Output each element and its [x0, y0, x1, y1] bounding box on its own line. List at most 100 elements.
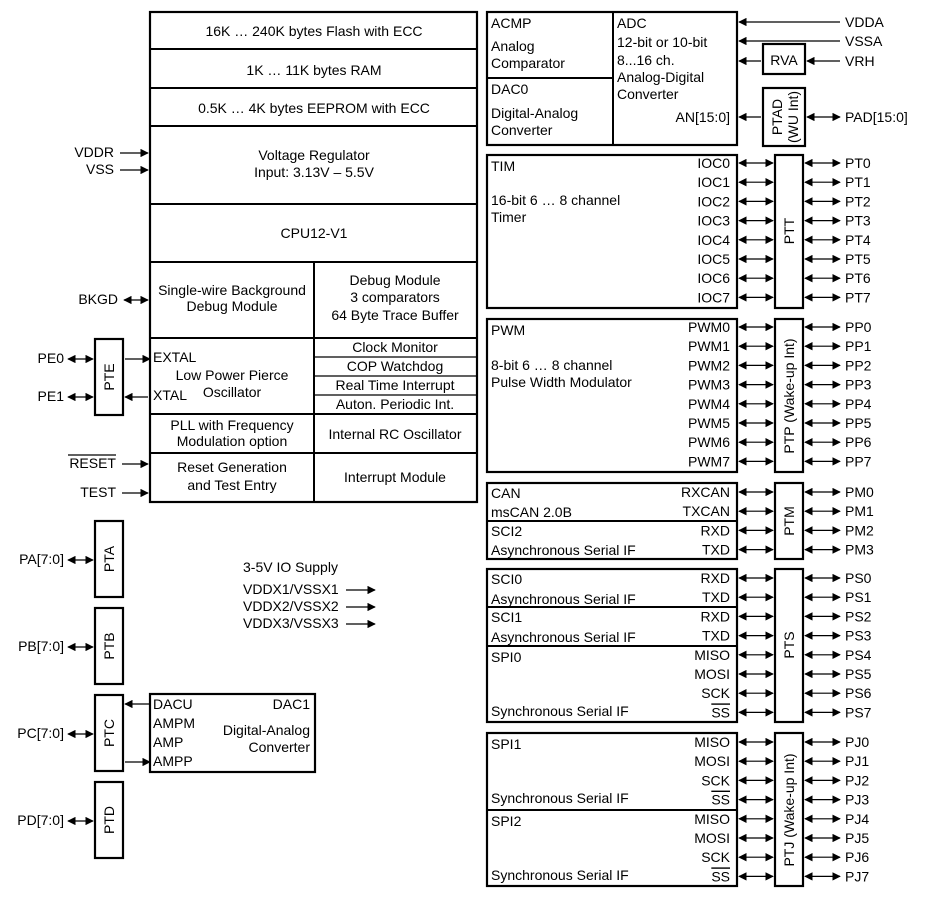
pin-pt2: PT2	[845, 193, 871, 209]
io-supply-title: 3-5V IO Supply	[243, 559, 338, 575]
pin-ps6: PS6	[845, 685, 872, 701]
adc-title: ADC	[617, 15, 647, 31]
bdm-line1: Single-wire Background	[158, 282, 306, 298]
pll-line2: Modulation option	[177, 433, 288, 449]
vddx1-label: VDDX1/VSSX1	[243, 581, 339, 597]
signal-mosi: MOSI	[694, 753, 730, 769]
vssa-pin: VSSA	[845, 33, 883, 49]
dac0-line1: Digital-Analog	[491, 105, 578, 121]
vss-pin: VSS	[86, 161, 114, 177]
spi0-title: SPI0	[491, 649, 522, 665]
ptd-port: PTD PD[7:0]	[17, 780, 125, 860]
ptc-label: PTC	[101, 719, 117, 747]
sci2-line1: Asynchronous Serial IF	[491, 542, 636, 558]
pin-pp5: PP5	[845, 415, 872, 431]
signal-miso: MISO	[694, 811, 730, 827]
dac1-line1: Digital-Analog	[223, 722, 310, 738]
vrh-pin: VRH	[845, 53, 875, 69]
pin-pt7: PT7	[845, 289, 871, 305]
pin-pt3: PT3	[845, 213, 871, 229]
pin-pt4: PT4	[845, 232, 871, 248]
cpu-label: CPU12-V1	[281, 225, 348, 241]
pe0-pin: PE0	[38, 350, 65, 366]
vddr-pin: VDDR	[74, 144, 114, 160]
pin-pp6: PP6	[845, 434, 872, 450]
xtal-label: XTAL	[153, 387, 187, 403]
dac1-block: DACU AMPM AMP AMPP DAC1 Digital-Analog C…	[148, 692, 317, 774]
adc-line2: 8...16 ch.	[617, 52, 675, 68]
vddx2-label: VDDX2/VSSX2	[243, 598, 339, 614]
clock-monitor-label: Clock Monitor	[352, 339, 438, 355]
dac1-ampm: AMPM	[153, 715, 195, 731]
spi2-title: SPI2	[491, 813, 522, 829]
dac1-line2: Converter	[249, 739, 311, 755]
api-label: Auton. Periodic Int.	[336, 396, 454, 412]
ptad-port	[761, 86, 807, 148]
pin-pm3: PM3	[845, 542, 874, 558]
acmp-line1: Analog	[491, 38, 535, 54]
signal-pwm1: PWM1	[688, 338, 730, 354]
rvd-block	[761, 42, 807, 76]
eeprom-label: 0.5K … 4K bytes EEPROM with ECC	[198, 100, 430, 116]
sci2-title: SCI2	[491, 523, 522, 539]
pin-pp0: PP0	[845, 319, 872, 335]
irc-label: Internal RC Oscillator	[328, 426, 461, 442]
cop-watchdog-label: COP Watchdog	[347, 358, 444, 374]
tim-line1: 16-bit 6 … 8 channel	[491, 192, 620, 208]
pa-pin: PA[7:0]	[19, 551, 64, 567]
rvd-label: RVA	[770, 52, 798, 68]
spi1-title: SPI1	[491, 736, 522, 752]
pin-pj4: PJ4	[845, 811, 869, 827]
signal-ioc2: IOC2	[697, 193, 730, 209]
signal-txcan: TXCAN	[683, 503, 730, 519]
extal-label: EXTAL	[153, 349, 197, 365]
pin-pp1: PP1	[845, 338, 872, 354]
ptp-label: PTP (Wake-up Int)	[781, 338, 797, 453]
ptd-label: PTD	[101, 806, 117, 834]
pin-pt0: PT0	[845, 155, 871, 171]
signal-miso: MISO	[694, 734, 730, 750]
analog-block: ACMP Analog Comparator DAC0 Digital-Anal…	[485, 10, 908, 148]
pd-pin: PD[7:0]	[17, 812, 64, 828]
can-title: CAN	[491, 485, 521, 501]
pin-ps2: PS2	[845, 608, 872, 624]
signal-sck: SCK	[701, 685, 730, 701]
acmp-title: ACMP	[491, 15, 531, 31]
dac1-amp: AMP	[153, 734, 183, 750]
adc-line3: Analog-Digital	[617, 69, 704, 85]
pin-pp2: PP2	[845, 357, 872, 373]
signal-pwm6: PWM6	[688, 434, 730, 450]
ptj-port: PTJ (Wake-up Int) PJ0PJ1PJ2PJ3PJ4PJ5PJ6P…	[773, 731, 869, 888]
pin-pm1: PM1	[845, 503, 874, 519]
spi1-line1: Synchronous Serial IF	[491, 790, 629, 806]
signal-ioc6: IOC6	[697, 270, 730, 286]
ptt-label: PTT	[781, 217, 797, 244]
sci1-line1: Asynchronous Serial IF	[491, 629, 636, 645]
core-column: 16K … 240K bytes Flash with ECC 1K … 11K…	[148, 10, 479, 504]
pe1-pin: PE1	[38, 388, 65, 404]
pin-pj1: PJ1	[845, 753, 869, 769]
sci1-title: SCI1	[491, 609, 522, 625]
pin-pj7: PJ7	[845, 868, 869, 884]
signal-pwm3: PWM3	[688, 377, 730, 393]
signal-rxcan: RXCAN	[681, 484, 730, 500]
pin-ps1: PS1	[845, 589, 872, 605]
pad-pin: PAD[15:0]	[845, 109, 908, 125]
io-supply: 3-5V IO Supply VDDX1/VSSX1 VDDX2/VSSX2 V…	[243, 559, 376, 631]
pte-port: PTE PE0 PE1	[38, 337, 151, 417]
ptm-label: PTM	[781, 506, 797, 536]
pin-pp4: PP4	[845, 396, 872, 412]
bdm-line2: Debug Module	[186, 298, 277, 314]
pin-pj3: PJ3	[845, 792, 869, 808]
signal-pwm5: PWM5	[688, 415, 730, 431]
signal-ioc3: IOC3	[697, 213, 730, 229]
ptb-port: PTB PB[7:0]	[18, 606, 125, 686]
pin-pp7: PP7	[845, 453, 872, 469]
pta-label: PTA	[101, 545, 117, 572]
pwm-title: PWM	[491, 322, 525, 338]
pwm-line2: Pulse Width Modulator	[491, 374, 632, 390]
vddx3-label: VDDX3/VSSX3	[243, 615, 339, 631]
